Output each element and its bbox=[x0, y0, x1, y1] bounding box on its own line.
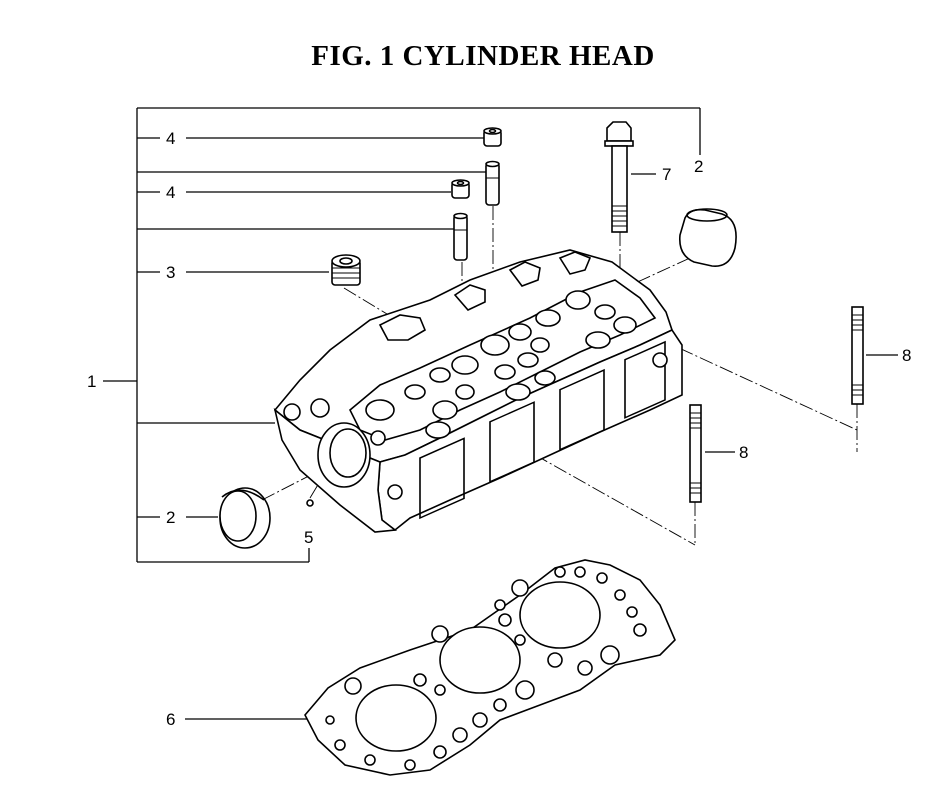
sealing-cup-lower bbox=[219, 487, 271, 549]
callout-label-8-right: 8 bbox=[902, 346, 911, 365]
cylinder-head bbox=[273, 249, 683, 533]
valve-guide-lower bbox=[453, 212, 468, 261]
stud-right bbox=[851, 306, 864, 405]
callout-label-7: 7 bbox=[662, 165, 671, 184]
figure-title: FIG. 1 CYLINDER HEAD bbox=[311, 40, 655, 72]
stud-center bbox=[689, 404, 702, 503]
callout-label-2-upper: 2 bbox=[694, 157, 703, 176]
callout-label-1: 1 bbox=[87, 372, 96, 391]
head-gasket bbox=[304, 559, 676, 776]
callout-label-8-center: 8 bbox=[739, 443, 748, 462]
valve-seal-upper bbox=[483, 127, 502, 147]
callout-label-6: 6 bbox=[166, 710, 175, 729]
callout-label-3: 3 bbox=[166, 263, 175, 282]
small-pin bbox=[306, 499, 314, 507]
callout-label-2-lower: 2 bbox=[166, 508, 175, 527]
assembly-bracket bbox=[103, 107, 898, 720]
head-bolt bbox=[604, 121, 634, 233]
expansion-plug-upper bbox=[678, 208, 737, 267]
callout-label-5: 5 bbox=[304, 528, 313, 547]
valve-guide-upper bbox=[485, 160, 500, 206]
callout-label-4-upper: 4 bbox=[166, 129, 175, 148]
callout-label-4-lower: 4 bbox=[166, 183, 175, 202]
valve-seal-lower bbox=[451, 179, 470, 199]
plug bbox=[331, 254, 361, 286]
